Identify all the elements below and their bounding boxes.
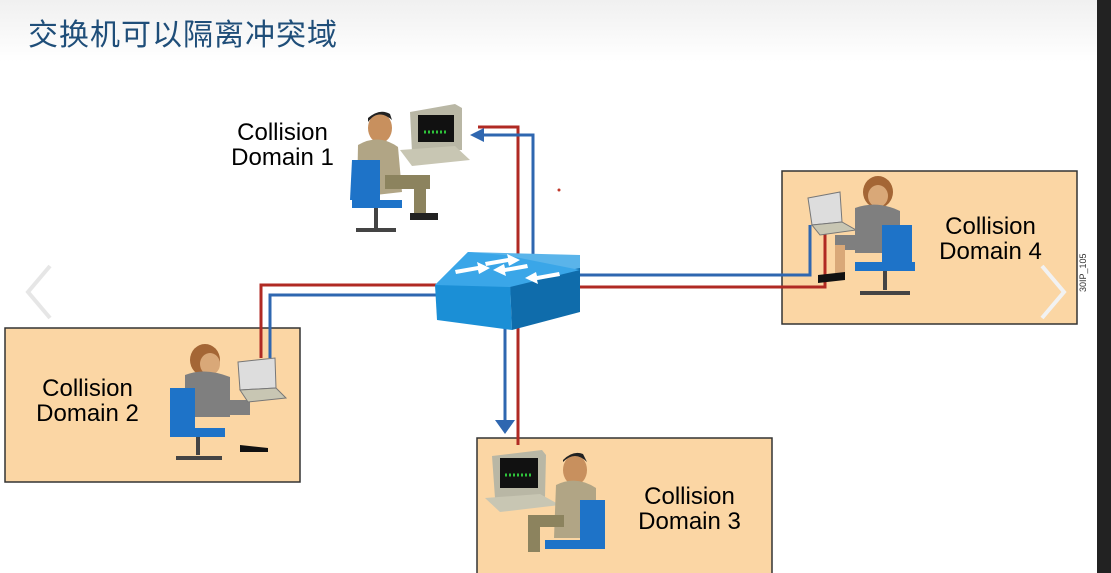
prev-slide-button[interactable] [20,262,60,322]
blue-links [268,133,812,425]
red-links [259,125,827,445]
next-slide-button[interactable] [1034,262,1074,322]
stray-dot [557,188,561,192]
domain-box-3 [476,437,773,573]
person-icon [170,344,268,460]
title-band [0,0,1111,62]
arrow-to-domain-1 [470,128,484,142]
chevron-right-icon [1040,264,1067,320]
laptop-icon [237,357,288,403]
laptop-icon [807,191,858,236]
person-icon [350,111,438,232]
computer-icon [485,450,560,512]
figure-code: 30IP_105 [1078,253,1088,292]
computer-icon [400,104,470,166]
person-icon [818,176,915,295]
switch-icon [435,252,580,330]
domain-box-2 [4,327,301,483]
window-edge [1097,0,1111,573]
arrow-to-domain-3 [495,420,515,434]
slide-title: 交换机可以隔离冲突域 [28,18,338,53]
chevron-left-icon [25,264,52,320]
person-icon [528,452,605,552]
